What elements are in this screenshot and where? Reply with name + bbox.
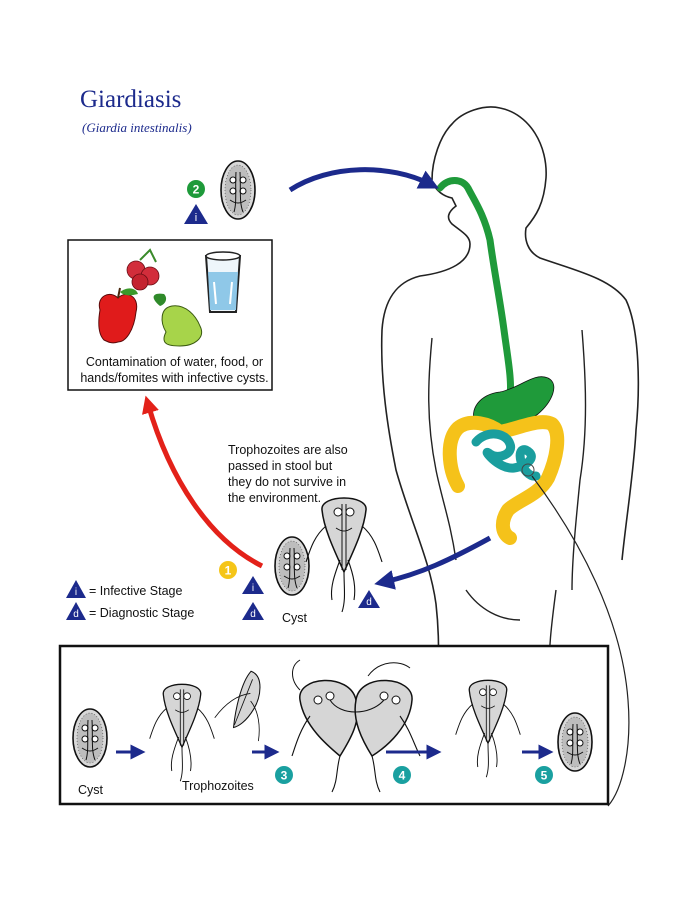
infective-cyst-illustration <box>220 160 256 220</box>
step-2-infective-symbol: i <box>195 212 197 224</box>
trophozoite-note-line4: the environment. <box>228 491 322 505</box>
legend-infective-symbol: i <box>75 587 77 598</box>
panel-cyst-label: Cyst <box>78 783 104 797</box>
trophozoite-diagnostic-triangle <box>358 590 380 608</box>
panel-trophozoite-side <box>214 670 261 742</box>
step-2-infective-triangle <box>184 204 208 224</box>
pear-icon <box>153 293 202 347</box>
esophagus <box>436 177 515 402</box>
human-arm-inner-right <box>571 329 587 591</box>
apple-icon <box>98 287 138 344</box>
trophozoite-note-line2: passed in stool but <box>228 459 333 473</box>
step-3-number: 3 <box>281 769 288 783</box>
step-1-diagnostic-symbol: d <box>250 609 256 620</box>
arrow-stool-to-contamination <box>142 395 264 569</box>
water-glass-icon <box>204 251 242 313</box>
diagram-title: Giardiasis <box>80 86 182 113</box>
step-3-badge <box>275 766 293 784</box>
step-2-number: 2 <box>193 183 200 197</box>
legend-infective-label: = Infective Stage <box>89 584 183 598</box>
contamination-caption-line2: hands/fomites with infective cysts. <box>80 371 269 385</box>
contamination-caption-line1: Contamination of water, food, or <box>85 355 264 369</box>
large-intestine <box>442 415 565 545</box>
step-1-number: 1 <box>225 564 232 578</box>
step-1-badge <box>219 561 237 579</box>
step-1-infective-symbol: i <box>252 583 254 594</box>
legend-diagnostic-triangle <box>66 602 86 620</box>
intestine-detail <box>521 463 535 477</box>
trophozoite-diagnostic-symbol: d <box>366 597 372 608</box>
step-1-diagnostic-triangle <box>242 602 264 620</box>
legend-diagnostic-label: = Diagnostic Stage <box>89 606 194 620</box>
step-4-badge <box>393 766 411 784</box>
human-body-outline <box>380 106 640 701</box>
diagram-subtitle: (Giardia intestinalis) <box>82 120 192 135</box>
step-5-badge <box>535 766 553 784</box>
legend-diagnostic-symbol: d <box>73 609 79 620</box>
legend-infective-triangle <box>66 580 86 598</box>
trophozoite-note-line3: they do not survive in <box>228 475 347 489</box>
stool-cyst-illustration <box>274 536 310 596</box>
arrow-cyst-to-mouth <box>288 167 439 193</box>
panel-cyst-end <box>557 712 593 772</box>
step-1-infective-triangle <box>242 576 264 594</box>
trophozoite-note-line1: Trophozoites are also <box>228 443 348 457</box>
step-5-number: 5 <box>541 769 548 783</box>
small-intestine <box>471 429 541 481</box>
intestine-to-panel-line <box>531 475 630 807</box>
raspberries-icon <box>126 248 160 291</box>
step-4-number: 4 <box>399 769 406 783</box>
trophozoite-note: Trophozoites are also passed in stool bu… <box>228 442 368 506</box>
arrow-intestine-to-stool <box>374 535 492 590</box>
contamination-caption: Contamination of water, food, or hands/f… <box>72 354 277 386</box>
panel-cyst-start <box>72 708 108 768</box>
panel-dividing-trophozoites <box>291 659 421 793</box>
human-arm-inner-left <box>428 337 457 561</box>
panel-trophozoites-label: Trophozoites <box>182 779 254 793</box>
stool-cyst-label: Cyst <box>282 611 308 625</box>
step-2-badge <box>187 180 205 198</box>
